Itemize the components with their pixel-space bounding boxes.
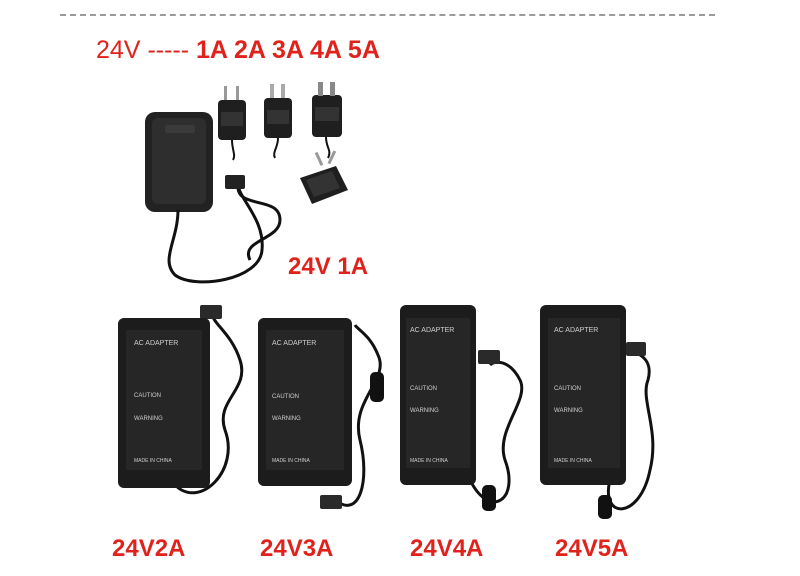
adapter-2a-warning: WARNING [134, 416, 163, 422]
currents-text: 1A 2A 3A 4A 5A [196, 36, 380, 64]
adapter-5a-brand: AC ADAPTER [554, 327, 598, 334]
adapter-4a-brand: AC ADAPTER [410, 327, 454, 334]
adapter-3a-caution: CAUTION [272, 394, 299, 400]
desktop-adapter-5a: AC ADAPTER CAUTION WARNING MADE IN CHINA [540, 305, 655, 519]
label-24v-5a: 24V5A [555, 535, 629, 562]
adapter-3a-made-in: MADE IN CHINA [272, 458, 310, 464]
plug-uk [312, 82, 342, 159]
voltage-current-header: 24V ----- 1A 2A 3A 4A 5A [96, 36, 380, 65]
plug-au [300, 150, 348, 204]
adapter-4a-caution: CAUTION [410, 386, 437, 392]
desktop-adapter-2a: AC ADAPTER CAUTION WARNING MADE IN CHINA [118, 305, 244, 495]
adapter-4a-warning: WARNING [410, 408, 439, 414]
dashes-text: ----- [147, 36, 190, 64]
plug-us [264, 84, 292, 159]
desktop-adapter-4a: AC ADAPTER CAUTION WARNING MADE IN CHINA [400, 305, 524, 511]
label-24v-3a: 24V3A [260, 535, 334, 562]
wall-adapter-1a [145, 112, 282, 284]
label-24v-1a: 24V 1A [288, 253, 369, 280]
dashed-divider [60, 14, 715, 16]
adapter-5a-warning: WARNING [554, 408, 583, 414]
voltage-text: 24V [96, 36, 141, 64]
adapter-3a-brand: AC ADAPTER [272, 340, 316, 347]
adapter-3a-warning: WARNING [272, 416, 301, 422]
adapter-4a-made-in: MADE IN CHINA [410, 458, 448, 464]
adapter-5a-made-in: MADE IN CHINA [554, 458, 592, 464]
plug-eu [218, 86, 246, 161]
adapter-5a-caution: CAUTION [554, 386, 581, 392]
adapter-2a-caution: CAUTION [134, 393, 161, 399]
label-24v-4a: 24V4A [410, 535, 484, 562]
label-24v-2a: 24V2A [112, 535, 186, 562]
desktop-adapter-3a: AC ADAPTER CAUTION WARNING MADE IN CHINA [258, 318, 384, 509]
adapter-2a-made-in: MADE IN CHINA [134, 458, 172, 464]
adapter-2a-brand: AC ADAPTER [134, 340, 178, 347]
